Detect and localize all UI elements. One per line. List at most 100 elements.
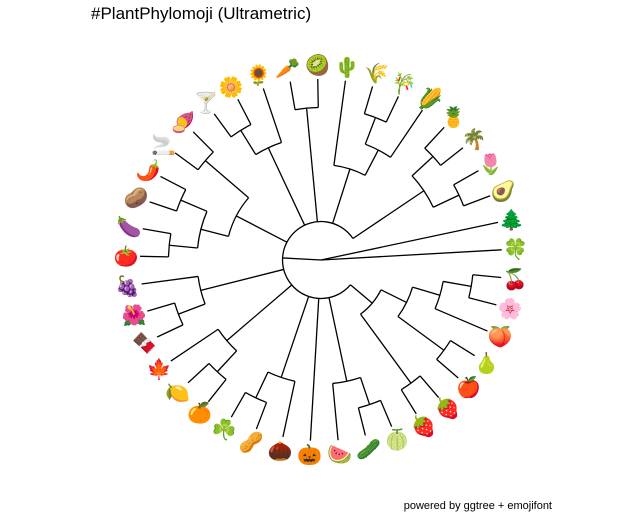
branch-segment bbox=[400, 389, 417, 415]
branch-arc bbox=[197, 151, 214, 171]
tip-label-sunflower: 🌻 bbox=[246, 63, 271, 87]
branch-segment bbox=[363, 86, 374, 114]
branch-segment bbox=[282, 381, 296, 438]
branch-segment bbox=[397, 315, 445, 351]
branch-segment bbox=[472, 274, 502, 279]
tip-label-four-leaf-clover: 🍀 bbox=[503, 237, 528, 261]
tip-label-pumpkin: 🎃 bbox=[297, 443, 322, 467]
branch-segment bbox=[317, 79, 319, 108]
branch-segment bbox=[141, 275, 199, 285]
branch-arc bbox=[436, 340, 452, 360]
branch-segment bbox=[434, 308, 488, 332]
tip-label-pear: 🍐 bbox=[474, 351, 499, 375]
tip-label-cactus: 🌵 bbox=[335, 55, 360, 79]
branch-segment bbox=[424, 126, 445, 149]
branch-segment bbox=[187, 363, 210, 384]
branch-segment bbox=[320, 249, 502, 261]
branch-segment bbox=[468, 297, 497, 306]
branch-segment bbox=[364, 117, 377, 145]
branch-segment bbox=[380, 289, 407, 304]
branch-segment bbox=[305, 108, 319, 222]
branch-arc bbox=[227, 197, 250, 237]
caption: powered by ggtree + emojifont bbox=[403, 500, 552, 512]
branch-segment bbox=[213, 113, 232, 138]
tip-label-pineapple: 🍍 bbox=[441, 105, 466, 129]
tip-label-palm-tree: 🌴 bbox=[461, 127, 486, 151]
branch-arc bbox=[333, 164, 366, 176]
tip-label-tulip: 🌷 bbox=[478, 152, 503, 176]
branch-segment bbox=[450, 340, 476, 357]
branch-arc bbox=[358, 399, 381, 409]
branch-segment bbox=[280, 296, 310, 378]
branch-segment bbox=[262, 88, 283, 143]
branch-segment bbox=[147, 302, 175, 312]
branch-segment bbox=[436, 358, 459, 379]
tip-label-maple-leaf: 🍁 bbox=[147, 357, 172, 381]
branch-segment bbox=[237, 98, 252, 125]
branch-arc bbox=[230, 123, 252, 138]
branch-segment bbox=[412, 286, 441, 296]
branch-segment bbox=[207, 378, 227, 403]
branch-segment bbox=[192, 131, 214, 153]
tip-label-kiwi-fruit: 🥝 bbox=[305, 52, 330, 77]
branch-segment bbox=[432, 194, 460, 208]
tip-label-chocolate-bar: 🍫 bbox=[132, 331, 157, 355]
branch-segment bbox=[282, 257, 322, 261]
tip-label-grapes: 🍇 bbox=[115, 274, 140, 298]
plot-title: #PlantPhylomoji (Ultrametric) bbox=[91, 4, 312, 23]
branch-arc bbox=[174, 302, 184, 326]
tip-label-cherries: 🍒 bbox=[503, 267, 528, 291]
branch-arc bbox=[411, 175, 434, 208]
branch-arc bbox=[196, 211, 208, 249]
tip-label-cocktail-glass: 🍸 bbox=[194, 91, 219, 115]
tip-label-peach: 🍑 bbox=[488, 325, 513, 349]
branch-segment bbox=[149, 201, 177, 212]
tip-label-watermelon: 🍉 bbox=[327, 442, 352, 466]
tip-label-ear-of-corn: 🌽 bbox=[418, 87, 443, 111]
branch-segment bbox=[226, 284, 293, 342]
tip-label-cigarette: 🚬 bbox=[151, 133, 176, 157]
branch-segment bbox=[359, 313, 412, 384]
branch-segment bbox=[411, 156, 434, 177]
tip-label-tanabata-tree: 🎋 bbox=[392, 72, 417, 96]
branch-segment bbox=[385, 96, 399, 123]
tip-label-potato: 🥔 bbox=[124, 185, 149, 209]
branch-segment bbox=[255, 402, 268, 430]
branch-segment bbox=[332, 383, 339, 441]
branch-segment bbox=[200, 268, 284, 292]
branch-segment bbox=[352, 190, 425, 240]
branch-segment bbox=[453, 170, 479, 186]
tip-label-lemon: 🍋 bbox=[165, 380, 190, 404]
branch-segment bbox=[419, 375, 440, 398]
branch-segment bbox=[140, 255, 169, 258]
branch-segment bbox=[160, 175, 187, 191]
tip-label-red-apple: 🍎 bbox=[456, 375, 481, 399]
branch-segment bbox=[156, 324, 184, 338]
branch-segment bbox=[359, 377, 371, 405]
tip-label-chestnut: 🌰 bbox=[268, 439, 293, 463]
branch-segment bbox=[204, 160, 250, 199]
branch-segment bbox=[379, 400, 393, 427]
branch-segment bbox=[333, 80, 347, 166]
tree-branches bbox=[140, 79, 502, 441]
tip-label-evergreen-tree: 🌲 bbox=[499, 207, 524, 231]
tip-label-tomato: 🍅 bbox=[114, 244, 139, 268]
branch-segment bbox=[332, 168, 351, 224]
branch-segment bbox=[350, 284, 373, 304]
branch-segment bbox=[180, 199, 208, 212]
branch-segment bbox=[267, 147, 306, 226]
branch-segment bbox=[178, 303, 206, 315]
branch-segment bbox=[364, 149, 379, 176]
branch-segment bbox=[443, 280, 472, 287]
branch-arc bbox=[294, 106, 319, 111]
branch-arc bbox=[281, 220, 354, 300]
tree-tip-labels: 🌲🍀🍒🌸🍑🍐🍎🍓🍓🍈🥒🍉🎃🌰🥜☘️🍊🍋🍁🍫🌺🍇🍅🍆🥔🌶️🚬🍠🍸🌼🌻🥕🥝🌵🌾🎋🌽🍍… bbox=[114, 52, 529, 467]
branch-segment bbox=[236, 215, 288, 243]
tip-label-hot-pepper: 🌶️ bbox=[136, 158, 161, 182]
tip-label-shamrock: ☘️ bbox=[212, 417, 237, 441]
branch-arc bbox=[365, 143, 391, 158]
branch-segment bbox=[169, 244, 198, 249]
branch-segment bbox=[440, 147, 464, 166]
branch-arc bbox=[400, 375, 421, 391]
